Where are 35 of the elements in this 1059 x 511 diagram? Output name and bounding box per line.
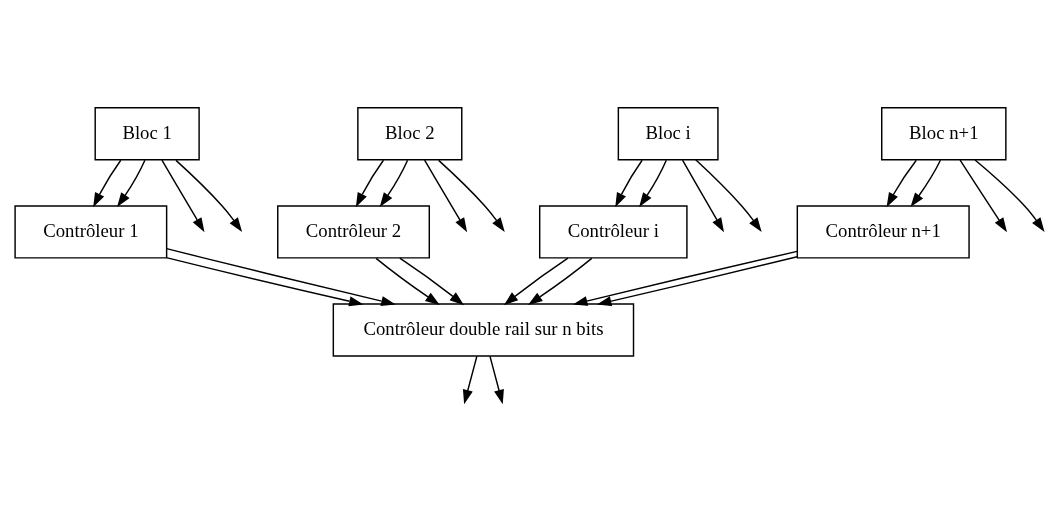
node-box: Contrôleur n+1: [796, 205, 970, 259]
arrow: [573, 250, 798, 306]
arrow: [462, 355, 478, 405]
arrow: [974, 159, 1045, 233]
arrow: [437, 159, 505, 233]
arrow: [639, 159, 667, 208]
arrow: [166, 247, 396, 306]
arrow: [423, 159, 468, 233]
node-box: Bloc i: [617, 107, 719, 161]
arrow: [681, 159, 724, 233]
arrow: [399, 257, 464, 306]
node-box: Bloc 1: [94, 107, 200, 161]
arrow: [596, 256, 798, 307]
arrow: [93, 159, 122, 208]
node-box: Contrôleur 2: [277, 205, 431, 259]
arrow: [503, 257, 569, 306]
arrow: [528, 257, 593, 305]
node-box: Bloc 2: [357, 107, 463, 161]
arrow: [910, 159, 942, 207]
node-box: Contrôleur i: [539, 205, 688, 259]
arrow: [375, 257, 440, 305]
arrow: [615, 159, 643, 208]
arrow: [489, 355, 504, 405]
arrow: [886, 159, 917, 208]
node-box: Contrôleur 1: [14, 205, 168, 259]
node-box: Bloc n+1: [881, 107, 1007, 161]
arrow: [166, 257, 364, 307]
arrow: [695, 159, 762, 233]
arrow: [117, 159, 146, 208]
arrow: [175, 159, 243, 233]
node-box: Contrôleur double rail sur n bits: [332, 303, 635, 357]
arrow: [355, 159, 385, 208]
arrow: [379, 159, 409, 208]
arrow: [959, 159, 1007, 233]
arrow: [161, 159, 205, 233]
